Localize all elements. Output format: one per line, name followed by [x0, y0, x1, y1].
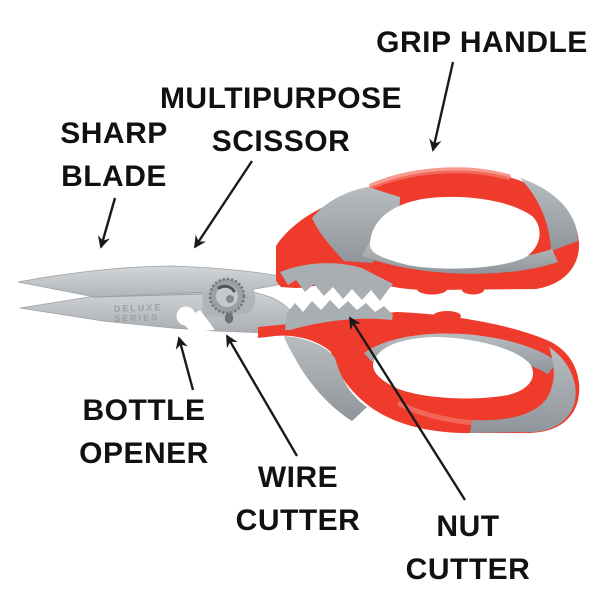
- arrow-sharp-blade: [97, 197, 117, 249]
- label-line: CUTTER: [405, 553, 531, 586]
- arrow-bottle-opener: [175, 336, 195, 391]
- annotation-arrows: [97, 61, 467, 501]
- label-line: SCISSOR: [211, 125, 351, 158]
- blade-assembly: DELUXE SERIES: [17, 265, 304, 335]
- arrow-grip-handle: [429, 61, 455, 152]
- arrow-nut-cutter: [348, 316, 467, 501]
- nut-cutter-upper-teeth: [280, 263, 393, 301]
- arrow-wire-cutter: [225, 334, 299, 457]
- bottle-opener-notch: [176, 306, 215, 332]
- upper-handle-hole: [369, 196, 540, 269]
- upper-handle-gray-cap: [520, 178, 578, 251]
- label-line: OPENER: [79, 437, 209, 470]
- svg-text:SERIES: SERIES: [114, 312, 159, 324]
- nut-cutter-jaws: [280, 263, 393, 330]
- label-multipurpose-scissor: MULTIPURPOSE SCISSOR: [160, 77, 402, 163]
- lower-handle-hole: [372, 337, 534, 399]
- wire-cutter-hole: [224, 312, 234, 324]
- upper-handle-bump: [462, 285, 484, 295]
- svg-text:DELUXE: DELUXE: [114, 302, 163, 314]
- label-line: BOTTLE: [82, 394, 206, 427]
- label-line: GRIP HANDLE: [376, 26, 588, 59]
- lower-handle: [258, 311, 580, 434]
- nut-cutter-lower-teeth: [285, 300, 393, 330]
- upper-handle: [276, 167, 580, 295]
- label-nut-cutter: NUT CUTTER: [406, 505, 531, 591]
- lower-handle-gray-wedge: [284, 336, 367, 421]
- upper-handle-gray-bottom-band: [362, 241, 558, 274]
- blade-engraving: DELUXE SERIES: [114, 302, 163, 324]
- arrow-multipurpose-scissor: [193, 160, 254, 249]
- label-sharp-blade: SHARP BLADE: [60, 112, 168, 198]
- lower-handle-bump: [433, 311, 461, 321]
- upper-handle-highlight: [369, 167, 511, 189]
- label-grip-handle: GRIP HANDLE: [376, 21, 588, 64]
- label-line: BLADE: [61, 160, 167, 193]
- label-line: SHARP: [60, 117, 168, 150]
- label-line: NUT: [436, 510, 500, 543]
- label-wire-cutter: WIRE CUTTER: [236, 456, 361, 542]
- upper-handle-bump: [417, 283, 447, 295]
- pivot-screw: [208, 277, 246, 315]
- lower-handle-gray-cap: [470, 347, 576, 433]
- label-line: WIRE: [257, 461, 339, 494]
- label-line: CUTTER: [235, 504, 361, 537]
- label-bottle-opener: BOTTLE OPENER: [79, 389, 209, 475]
- label-line: MULTIPURPOSE: [159, 82, 403, 115]
